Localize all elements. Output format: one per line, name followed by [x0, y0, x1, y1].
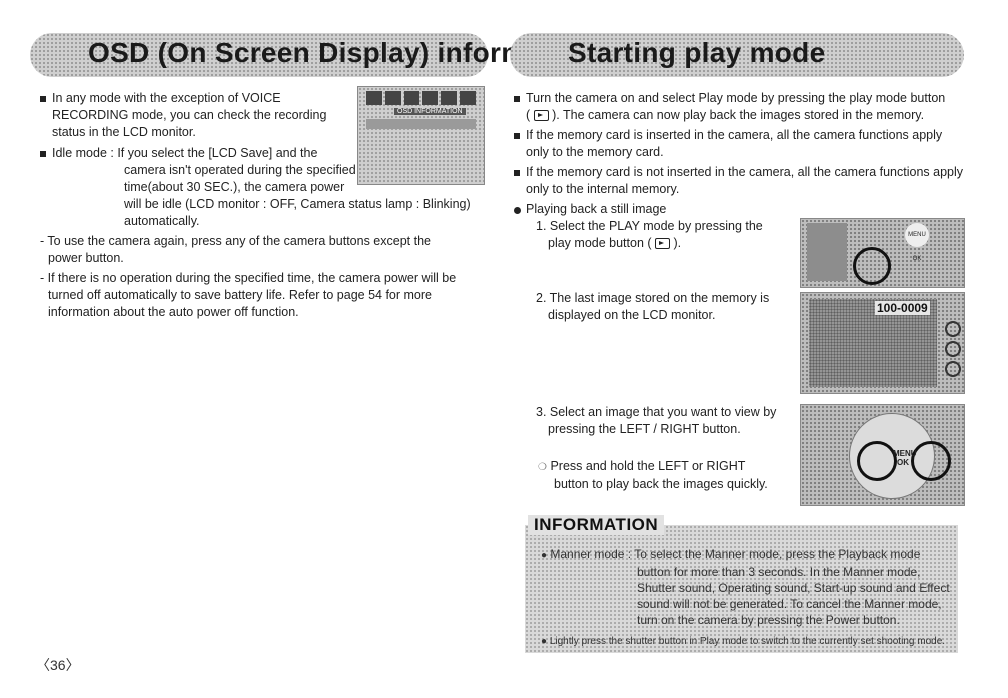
lcd-screen: [807, 223, 847, 281]
left-title-banner: [30, 33, 488, 77]
left-button-highlight: [857, 441, 897, 481]
information-label: INFORMATION: [528, 515, 665, 535]
step-1: 1. Select the PLAY mode by pressing the …: [536, 218, 776, 252]
bullet-idle-mode: Idle mode : If you select the [LCD Save]…: [38, 145, 483, 230]
bullet-osd-info: In any mode with the exception of VOICE …: [38, 90, 327, 141]
osd-screen-image: OSD INFORMATION: [357, 86, 485, 185]
info-text-1: Manner mode : To select the Manner mode,…: [550, 547, 921, 561]
step-2-line-2: displayed on the LCD monitor.: [548, 308, 716, 322]
right-section-title: Starting play mode: [568, 37, 826, 68]
mode-icon: [403, 91, 420, 105]
right-column: Turn the camera on and select Play mode …: [512, 90, 967, 218]
note-auto-power-off: - If there is no operation during the sp…: [40, 271, 457, 319]
mode-icon: [366, 91, 382, 105]
step-3-line-1: 3. Select an image that you want to view…: [536, 405, 777, 419]
bullet-turn-on: Turn the camera on and select Play mode …: [512, 90, 967, 124]
idle-line-1: Idle mode : If you select the [LCD Save]…: [52, 146, 318, 160]
info-line-5: turn on the camera by pressing the Power…: [637, 613, 900, 627]
step-1-text: play mode button (: [548, 236, 652, 250]
info-bullet: ●: [541, 636, 548, 647]
play-line-1: Turn the camera on and select Play mode …: [526, 91, 946, 105]
left-column: In any mode with the exception of VOICE …: [38, 90, 483, 324]
note-use-again: - To use the camera again, press any of …: [40, 234, 431, 265]
information-box: [525, 525, 958, 653]
mode-icon: [441, 91, 458, 105]
camera-lcd-image: 100-0009: [800, 292, 965, 394]
info-line-4: sound will not be generated. To cancel t…: [637, 597, 942, 611]
camera-back-image-1: MENU OK: [800, 218, 965, 288]
info-line-1: ● Manner mode : To select the Manner mod…: [541, 546, 961, 564]
info-bullet: ●: [541, 550, 548, 561]
tip-line-1: ❍ Press and hold the LEFT or RIGHT: [538, 458, 788, 476]
step-1-line-2: play mode button ( ).: [536, 235, 776, 252]
osd-screen-icon-bar: [366, 91, 476, 105]
tip-icon: ❍: [538, 462, 547, 473]
step-3: 3. Select an image that you want to view…: [536, 404, 786, 438]
info-manner-mode: ● Manner mode : To select the Manner mod…: [541, 546, 961, 628]
step-3-line-2: pressing the LEFT / RIGHT button.: [548, 422, 741, 436]
play-mode-icon: [533, 110, 549, 121]
menu-ok-button: MENU OK: [905, 223, 929, 262]
bullet-text: In any mode with the exception of VOICE …: [52, 91, 327, 139]
step-2-line-1: 2. The last image stored on the memory i…: [536, 291, 770, 305]
menu-ok-label: MENU OK: [893, 449, 917, 467]
idle-line-3: time(about 30 SEC.), the camera power: [124, 180, 345, 194]
step-1-line-1: 1. Select the PLAY mode by pressing the: [536, 219, 763, 233]
idle-line-5: automatically.: [124, 214, 200, 228]
tip-text-1: Press and hold the LEFT or RIGHT: [550, 459, 746, 473]
side-button: [945, 361, 961, 377]
idle-line-2: camera isn't operated during the specifi…: [124, 163, 356, 177]
side-button: [945, 321, 961, 337]
mode-icon: [422, 91, 439, 105]
osd-screen-label: OSD INFORMATION: [394, 108, 466, 115]
tip-quick-play: ❍ Press and hold the LEFT or RIGHT butto…: [538, 458, 788, 493]
info-line-2: button for more than 3 seconds. In the M…: [637, 565, 921, 579]
mode-icon: [460, 91, 476, 105]
camera-back-image-2: MENU OK: [800, 404, 965, 506]
info-shutter-switch: ● Lightly press the shutter button in Pl…: [541, 634, 961, 650]
bullet-internal-memory: If the memory card is not inserted in th…: [512, 164, 967, 198]
right-title-banner: [510, 33, 964, 77]
bullet-playing-still: Playing back a still image: [512, 201, 967, 218]
info-line-3: Shutter sound, Operating sound, Start-up…: [637, 581, 950, 595]
play-mode-icon: [655, 238, 671, 249]
tip-line-2: button to play back the images quickly.: [554, 477, 768, 491]
page-number: 〈36〉: [36, 657, 80, 673]
info-text-2: Lightly press the shutter button in Play…: [549, 636, 946, 647]
play-line-2: ). The camera can now play back the imag…: [552, 108, 925, 122]
idle-line-4: will be idle (LCD monitor : OFF, Camera …: [124, 197, 471, 211]
play-button-highlight: [853, 247, 891, 285]
osd-screen-menu-row: [366, 119, 476, 129]
step-2: 2. The last image stored on the memory i…: [536, 290, 776, 324]
side-button: [945, 341, 961, 357]
bullet-memory-card: If the memory card is inserted in the ca…: [512, 127, 967, 161]
photo-counter: 100-0009: [875, 301, 930, 315]
mode-icon: [384, 91, 401, 105]
right-button-highlight: [911, 441, 951, 481]
step-1-end: ).: [673, 236, 682, 250]
